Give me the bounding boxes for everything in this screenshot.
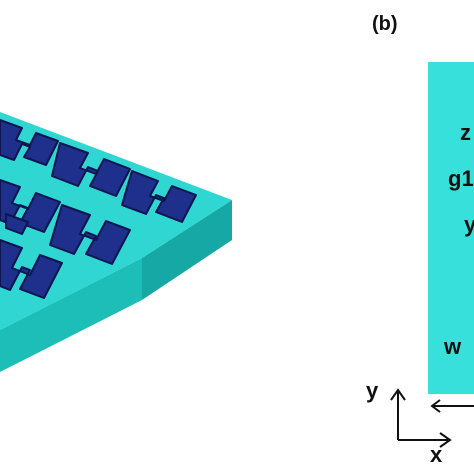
resonator xyxy=(0,239,63,299)
metal-resonators xyxy=(0,119,197,299)
resonator xyxy=(49,204,131,265)
axis-label-y: y xyxy=(366,378,379,403)
param-label-y: y xyxy=(464,212,474,237)
param-label-z: z xyxy=(460,120,471,145)
axis-label-x: x xyxy=(430,442,443,467)
panel-a-3d-view xyxy=(0,112,232,372)
param-label-w: w xyxy=(443,334,462,359)
panel-b-unit-cell: (b) z g1 y w y x xyxy=(366,13,474,467)
panel-b-label: (b) xyxy=(372,13,398,35)
y-axis-arrowhead xyxy=(390,388,406,401)
resonator xyxy=(121,170,197,223)
resonator xyxy=(51,142,131,197)
coordinate-axes xyxy=(390,388,452,448)
dimension-arrow xyxy=(430,399,474,413)
resonator xyxy=(5,213,29,235)
substrate-front-face xyxy=(0,258,142,372)
param-label-g1: g1 xyxy=(448,166,474,191)
substrate-side-face xyxy=(142,200,232,300)
resonator xyxy=(0,119,59,166)
unit-cell-substrate xyxy=(428,62,474,394)
x-axis-arrowhead xyxy=(439,432,452,448)
